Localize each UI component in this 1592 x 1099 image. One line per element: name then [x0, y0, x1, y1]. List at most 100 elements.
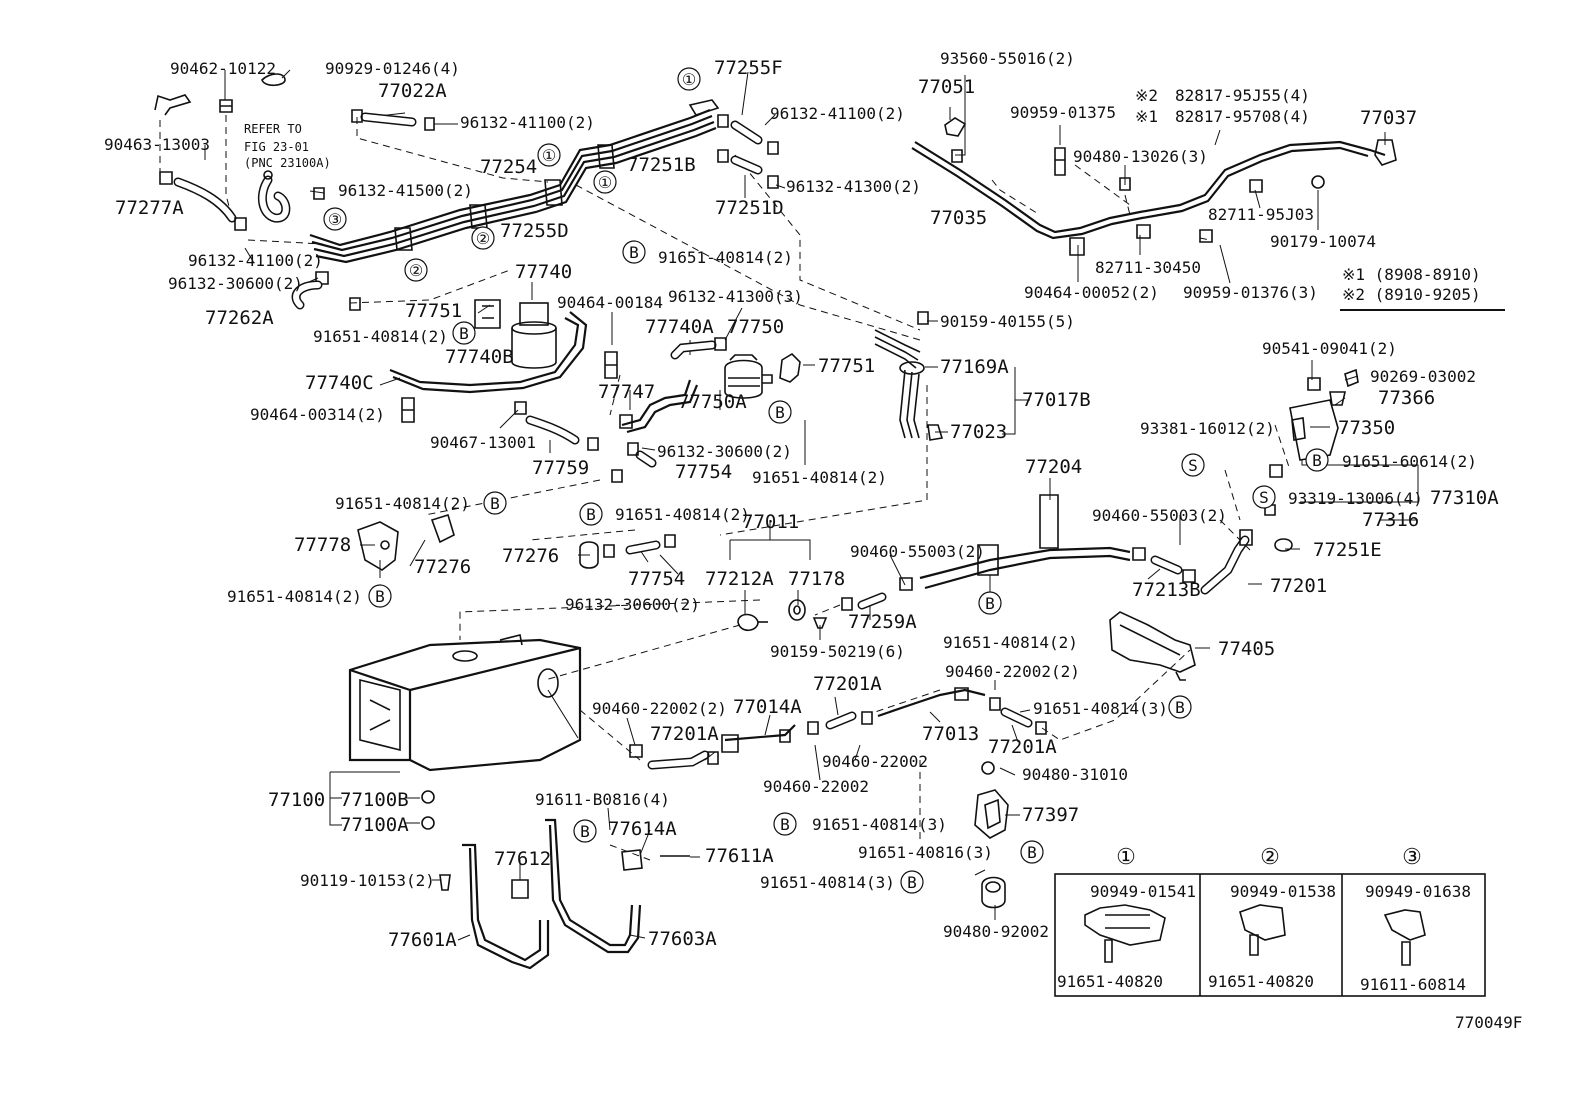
label-box1-top: 90949-01541	[1090, 882, 1196, 901]
label-90460-22002-d: 90460-22002	[763, 777, 869, 796]
label-77601A: 77601A	[388, 929, 457, 951]
label-77310A: 77310A	[1430, 487, 1499, 509]
circled-markers: ① ① ① ② ② ③ B B B B B B B B B B B B B	[323, 67, 1422, 894]
label-77251B: 77251B	[627, 154, 696, 176]
hose-77754-upper	[611, 442, 657, 483]
label-refer-2: FIG 23-01	[244, 140, 309, 154]
hose-77201A-mid	[807, 711, 873, 735]
label-refer-3: (PNC 23100A)	[244, 156, 331, 170]
marker-2-a: ②	[476, 229, 490, 248]
label-77316: 77316	[1362, 509, 1419, 531]
label-77747: 77747	[598, 381, 655, 403]
clip-96132-41500	[313, 187, 325, 200]
label-77612: 77612	[494, 848, 551, 870]
vacuum-valve-77750	[724, 354, 773, 399]
label-91651-40814-c: 91651-40814(2)	[752, 468, 887, 487]
label-77251D: 77251D	[715, 197, 784, 219]
label-90159-40155: 90159-40155(5)	[940, 312, 1075, 331]
label-box2-bottom: 91651-40820	[1208, 972, 1314, 991]
label-93560-55016: 93560-55016(2)	[940, 49, 1075, 68]
label-90480-13026: 90480-13026(3)	[1073, 147, 1208, 166]
label-note-2: ※2 (8910-9205)	[1342, 285, 1481, 304]
label-90460-22002-a: 90460-22002(2)	[592, 699, 727, 718]
marker-1-a: ①	[682, 70, 696, 89]
label-note-1: ※1 (8908-8910)	[1342, 265, 1481, 284]
label-77366: 77366	[1378, 387, 1435, 409]
marker-b-5: B	[586, 505, 596, 524]
label-82817-95J55: 82817-95J55(4)	[1175, 86, 1310, 105]
label-77201A-c: 77201A	[988, 736, 1057, 758]
label-90460-22002-b: 90460-22002(2)	[945, 662, 1080, 681]
label-77611A: 77611A	[705, 845, 774, 867]
label-77212A: 77212A	[705, 568, 774, 590]
filler-pipe-77201	[1200, 464, 1293, 595]
clip-96132-30600-left	[315, 271, 329, 285]
marker-b-8: B	[1175, 698, 1185, 717]
label-77740A: 77740A	[645, 316, 714, 338]
label-refer-1: REFER TO	[244, 122, 302, 136]
label-77014A: 77014A	[733, 696, 802, 718]
marker-b-1: B	[629, 243, 639, 262]
label-77035: 77035	[930, 207, 987, 229]
label-90462-10122: 90462-10122	[170, 59, 276, 78]
label-82711-95J03: 82711-95J03	[1208, 205, 1314, 224]
label-96132-30600-a: 96132-30600(2)	[168, 274, 303, 293]
hose-77259A	[841, 592, 887, 611]
fuel-filler-lid-77350	[1289, 368, 1359, 461]
grommet-77178	[788, 599, 806, 621]
label-77614A: 77614A	[608, 818, 677, 840]
label-96132-41100-c: 96132-41100(2)	[770, 104, 905, 123]
label-77100A: 77100A	[340, 814, 409, 836]
label-77750: 77750	[727, 316, 784, 338]
tube-77013	[877, 687, 986, 718]
label-77740C: 77740C	[305, 372, 374, 394]
label-96132-41100-a: 96132-41100(2)	[460, 113, 595, 132]
grommet-90480-92002	[981, 876, 1006, 909]
box-header-1: ①	[1116, 845, 1136, 870]
label-box1-bottom: 91651-40820	[1057, 972, 1163, 991]
part-coil-hose	[257, 170, 291, 223]
label-77778: 77778	[294, 534, 351, 556]
label-90179-10074: 90179-10074	[1270, 232, 1376, 251]
label-77022A: 77022A	[378, 80, 447, 102]
clips-77035	[1054, 147, 1325, 256]
label-77213B: 77213B	[1132, 579, 1201, 601]
label-77251E: 77251E	[1313, 539, 1382, 561]
label-77405: 77405	[1218, 638, 1275, 660]
label-90159-50219: 90159-50219(6)	[770, 642, 905, 661]
label-91651-40814-a: 91651-40814(2)	[313, 327, 448, 346]
label-77201: 77201	[1270, 575, 1327, 597]
label-77255F: 77255F	[714, 57, 783, 79]
bracket-77612	[511, 879, 529, 899]
box-header-3: ③	[1402, 845, 1422, 870]
label-91651-40814-g: 91651-40814(2)	[943, 633, 1078, 652]
tube-77014A	[721, 724, 796, 753]
label-90480-92002: 90480-92002	[943, 922, 1049, 941]
label-90464-00052: 90464-00052(2)	[1024, 283, 1159, 302]
label-90467-13001: 90467-13001	[430, 433, 536, 452]
label-90460-22002-c: 90460-22002	[822, 752, 928, 771]
label-90541-09041: 90541-09041(2)	[1262, 339, 1397, 358]
label-90959-01375: 90959-01375	[1010, 103, 1116, 122]
label-90480-31010: 90480-31010	[1022, 765, 1128, 784]
hose-77213B	[1132, 547, 1196, 583]
marker-3: ③	[328, 210, 342, 229]
label-box3-top: 90949-01638	[1365, 882, 1471, 901]
label-77178: 77178	[788, 568, 845, 590]
label-91651-40814-i: 91651-40814(3)	[812, 815, 947, 834]
part-labels: 90462-10122 90929-01246(4) 77022A 90463-…	[104, 49, 1522, 1032]
label-91651-40814-j: 91651-40814(3)	[760, 873, 895, 892]
label-77397: 77397	[1022, 804, 1079, 826]
label-91651-60614: 91651-60614(2)	[1342, 452, 1477, 471]
label-77276-b: 77276	[502, 545, 559, 567]
bracket-77778	[357, 521, 399, 571]
figure-number: 770049F	[1455, 1013, 1522, 1032]
label-77017B: 77017B	[1022, 389, 1091, 411]
marker-b-12: B	[907, 873, 917, 892]
marker-b-6: B	[375, 587, 385, 606]
label-91651-40814-b: 91651-40814(2)	[658, 248, 793, 267]
marker-b-2: B	[459, 324, 469, 343]
label-91611-B0816: 91611-B0816(4)	[535, 790, 670, 809]
marker-b-4: B	[490, 494, 500, 513]
